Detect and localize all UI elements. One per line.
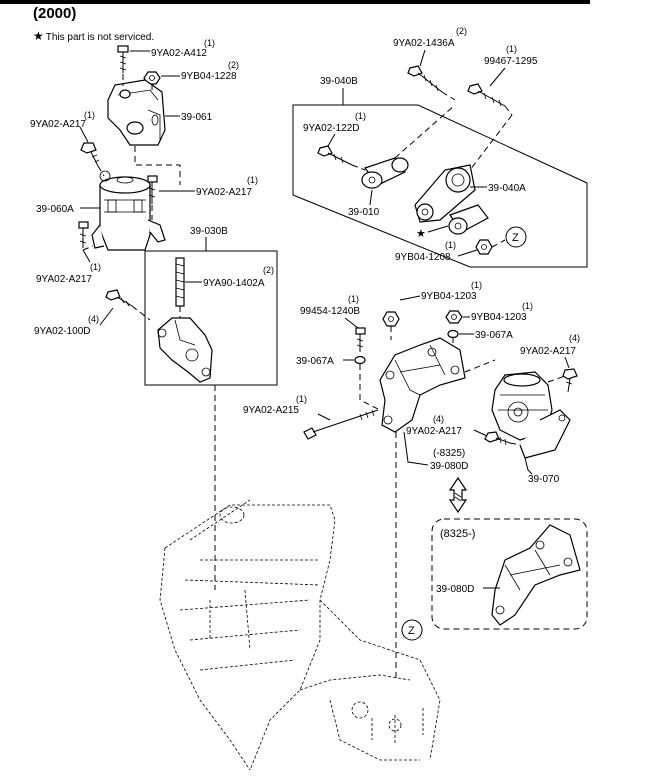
qty-9ya02-1436a: (2): [456, 26, 467, 36]
bolt-9ya02-a215: [303, 409, 379, 440]
bolt-9ya02-a217-middle: [147, 175, 158, 204]
label-9ya02-a217-lower: 9YA02-A217: [36, 274, 92, 285]
label-9ya02-a215: 9YA02-A215: [243, 405, 299, 416]
label-99454-1240b: 99454-1240B: [300, 306, 360, 317]
bolt-99454-1240b: [355, 327, 366, 352]
qty-9ya02-a215: (1): [296, 394, 307, 404]
range-after: (8325-): [440, 528, 475, 540]
stud-9ya90-1402a: [175, 257, 185, 307]
label-39-010: 39-010: [348, 207, 380, 218]
bushing-39-010: [361, 157, 409, 189]
star-icon: ★: [416, 228, 426, 240]
bolt-9ya02-a217-upper: [80, 142, 100, 167]
label-9yb04-1203-lower: 9YB04-1203: [471, 312, 527, 323]
label-9yb04-1203-upper: 9YB04-1203: [421, 291, 477, 302]
box-39-030b: [144, 250, 278, 386]
label-9ya02-1436a: 9YA02-1436A: [393, 38, 455, 49]
bolt-9ya02-a412: [117, 45, 129, 73]
washer-39-067a-right: [447, 329, 459, 339]
bushing-not-serviced: [448, 204, 489, 235]
qty-99467-1295: (1): [506, 44, 517, 54]
label-9ya02-a217-middle: 9YA02-A217: [196, 187, 252, 198]
label-39-030b: 39-030B: [190, 226, 228, 237]
qty-99454-1240b: (1): [348, 294, 359, 304]
label-9ya02-a217-center: 9YA02-A217: [406, 426, 462, 437]
qty-9ya02-a217-lower: (1): [90, 262, 101, 272]
qty-9yb04-1203-upper: (1): [471, 280, 482, 290]
engine-mount-39-060a: [91, 170, 166, 251]
qty-9ya02-a217-middle: (1): [247, 175, 258, 185]
z-label-bottom: Z: [408, 625, 415, 637]
label-39-070: 39-070: [528, 474, 560, 485]
washer-39-067a-left: [354, 355, 366, 365]
label-39-067a-right: 39-067A: [475, 330, 513, 341]
engine-block-drawing: [159, 499, 441, 771]
label-39-040b: 39-040B: [320, 76, 358, 87]
header-rule: [0, 0, 590, 4]
label-99467-1295: 99467-1295: [484, 56, 538, 67]
torque-link-39-040a: [414, 164, 476, 223]
label-9ya02-a217-right: 9YA02-A217: [520, 346, 576, 357]
range-before: (-8325): [433, 448, 465, 459]
qty-9ya02-a217-center: (4): [433, 414, 444, 424]
qty-9yb04-1228: (2): [228, 60, 239, 70]
double-arrow-icon: [448, 476, 468, 514]
z-reference-marker-top: [505, 226, 527, 248]
bolt-9ya02-a217-center: [484, 431, 511, 446]
bolt-9ya02-122d: [317, 145, 353, 166]
label-9ya90-1402a: 9YA90-1402A: [203, 278, 265, 289]
bolt-9ya02-a217-lower: [78, 221, 89, 248]
nut-9yb04-1228: [143, 71, 161, 85]
star-icon: ★: [33, 29, 44, 43]
z-reference-marker-bottom: [401, 619, 423, 641]
box-after-8325: [431, 518, 588, 630]
nut-9yb04-1208: [475, 239, 493, 255]
label-9ya02-a412: 9YA02-A412: [151, 48, 207, 59]
qty-9ya90-1402a: (2): [263, 265, 274, 275]
label-9ya02-122d: 9YA02-122D: [303, 123, 360, 134]
qty-9yb04-1203-lower: (1): [522, 301, 533, 311]
bolt-99467-1295: [467, 83, 506, 107]
label-9yb04-1228: 9YB04-1228: [181, 71, 237, 82]
engine-mount-39-070: [491, 371, 571, 459]
nut-9yb04-1203-upper: [382, 311, 400, 327]
qty-9ya02-122d: (1): [355, 111, 366, 121]
bracket-39-061: [107, 79, 166, 146]
box-39-040b: [292, 104, 588, 268]
qty-9ya02-a217-upper: (1): [84, 110, 95, 120]
bracket-39-080d-alternate: [491, 524, 581, 626]
bracket-39-080d: [379, 337, 466, 433]
label-9yb04-1208: 9YB04-1208: [395, 252, 451, 263]
bolt-9ya02-1436a: [407, 65, 443, 93]
label-9ya02-a217-upper: 9YA02-A217: [30, 119, 86, 130]
qty-9ya02-a217-right: (4): [569, 333, 580, 343]
label-39-061: 39-061: [181, 112, 213, 123]
label-39-040a: 39-040A: [488, 183, 526, 194]
label-39-080d-lower: 39-080D: [436, 584, 474, 595]
bolt-9ya02-100d: [105, 289, 133, 307]
engine-mount-studs: [371, 708, 424, 745]
qty-9ya02-a412: (1): [204, 38, 215, 48]
qty-9ya02-100d: (4): [88, 314, 99, 324]
z-label-top: Z: [512, 232, 519, 244]
nut-9yb04-1203-lower: [445, 310, 463, 324]
label-9ya02-100d: 9YA02-100D: [34, 326, 91, 337]
qty-9yb04-1208: (1): [445, 240, 456, 250]
note-text: This part is not serviced.: [45, 32, 155, 43]
not-serviced-note: ★This part is not serviced.: [33, 29, 154, 43]
label-39-067a-left: 39-067A: [296, 356, 334, 367]
label-39-080d-upper: 39-080D: [430, 461, 468, 472]
bolt-9ya02-a217-right: [562, 368, 578, 393]
bracket-39-030b: [157, 317, 213, 383]
model-year: (2000): [33, 5, 77, 22]
label-39-060a: 39-060A: [36, 204, 74, 215]
